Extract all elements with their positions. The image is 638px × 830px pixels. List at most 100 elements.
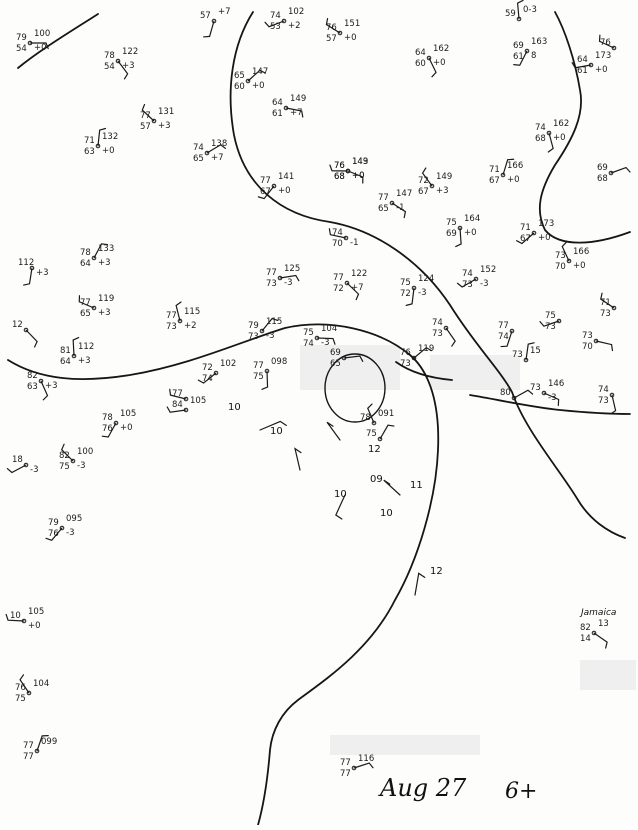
station-tendency: +0 (352, 171, 365, 181)
station-circle (566, 258, 572, 264)
station-dewpoint: 75 (253, 372, 264, 382)
station-pressure: 124 (418, 274, 434, 284)
station-temperature: 75 (545, 311, 556, 321)
station-dewpoint: 68 (334, 172, 345, 182)
wind-barb (571, 62, 592, 69)
station-dewpoint: 67 (260, 187, 271, 197)
station-pressure: 141 (278, 172, 294, 182)
wind-barb (445, 327, 456, 347)
isobar-line (229, 11, 626, 539)
smudge (430, 355, 520, 390)
station-circle (281, 18, 287, 24)
wind-barb (325, 18, 341, 34)
wind-barb (539, 320, 560, 327)
station-pressure: 166 (573, 247, 589, 257)
station-tendency: +3 (122, 61, 135, 71)
station-dewpoint: 64 (60, 357, 71, 367)
station-temperature: 77 (378, 193, 389, 203)
station-temperature: 82 (27, 371, 38, 381)
station-tendency: -3 (548, 393, 556, 403)
wind-barb (456, 278, 477, 288)
station-tendency: +0 (102, 146, 115, 156)
station-pressure: 100 (77, 447, 93, 457)
station-plot: 112+3 (18, 258, 49, 278)
station-dewpoint: 67 (489, 176, 500, 186)
station-pressure: 149 (290, 94, 306, 104)
station-dewpoint: 73 (545, 322, 556, 332)
station-dewpoint: 73 (400, 359, 411, 369)
station-dewpoint: 73 (266, 279, 277, 289)
station-circle (426, 55, 432, 61)
station-tendency: +0 (34, 43, 47, 53)
station-dewpoint: 64 (80, 259, 91, 269)
station-tendency: +0 (595, 65, 608, 75)
station-dewpoint: 67 (520, 234, 531, 244)
wind-barb (197, 372, 217, 384)
station-tendency: +2 (288, 21, 301, 31)
wind-barb (391, 202, 407, 219)
station-circle (26, 690, 32, 696)
wind-barb (428, 57, 437, 78)
station-pressure: 119 (98, 294, 114, 304)
station-tendency: +0 (120, 423, 133, 433)
station-temperature: 69 (513, 41, 524, 51)
station-circle (371, 420, 377, 426)
station-temperature: 77 (260, 176, 271, 186)
station-tendency: -3 (66, 528, 74, 538)
station-tendency: +3 (98, 308, 111, 318)
wind-barb (206, 144, 227, 154)
station-temperature: 10 (10, 611, 21, 621)
station-temperature: 78 (80, 248, 91, 258)
wind-barb (45, 527, 63, 541)
station-temperature: 77 (140, 111, 151, 121)
isobar-line (538, 11, 631, 244)
station-temperature: 81 (60, 346, 71, 356)
station-dewpoint: 57 (326, 34, 337, 44)
station-temperature: 73 (582, 331, 593, 341)
station-temperature: 77 (23, 741, 34, 751)
wind-barb (29, 42, 49, 50)
station-dewpoint: 65 (330, 359, 341, 369)
wind-barb (264, 20, 285, 28)
station-dewpoint: 63 (84, 147, 95, 157)
station-temperature: 72 (202, 363, 213, 373)
station-tendency: +0 (507, 175, 520, 185)
station-pressure: 151 (344, 19, 360, 29)
wind-barb (261, 317, 279, 332)
station-circle (524, 48, 530, 54)
station-pressure: 099 (41, 737, 57, 747)
station-pressure: 112 (78, 342, 94, 352)
station-circle (259, 328, 265, 334)
station-pressure: 143 (352, 157, 368, 167)
station-circle (611, 305, 617, 311)
station-temperature: 77 (340, 758, 351, 768)
station-pressure: 166 (507, 161, 523, 171)
station-pressure: 102 (288, 7, 304, 17)
station-tendency: -1 (396, 203, 404, 213)
station-dewpoint: 14 (580, 634, 591, 644)
station-temperature: 76 (600, 38, 611, 48)
station-temperature: 77 (266, 268, 277, 278)
wind-barb (19, 674, 30, 694)
station-temperature: 79 (48, 518, 59, 528)
station-tendency: -1 (350, 238, 358, 248)
wind-barb (203, 20, 215, 38)
station-temperature: 84 (172, 400, 183, 410)
station-tendency: +7 (351, 283, 364, 293)
wind-barb (595, 340, 614, 352)
